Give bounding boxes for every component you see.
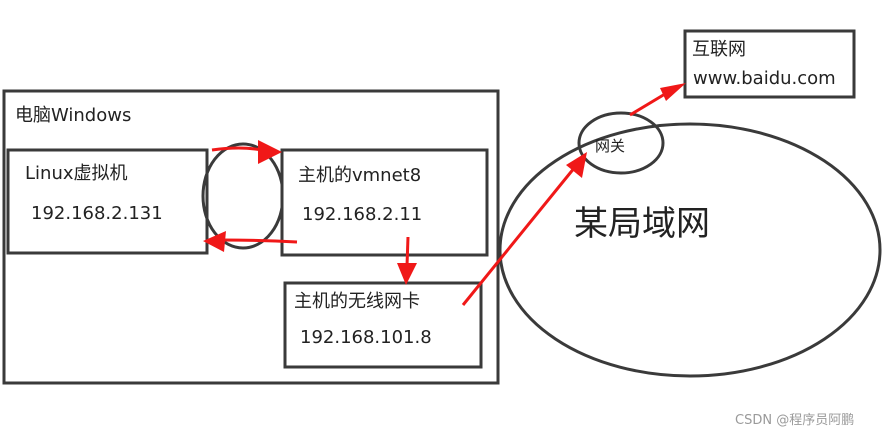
- linux-vm-ip: 192.168.2.131: [31, 203, 163, 224]
- wireless-nic-ip: 192.168.101.8: [300, 327, 432, 348]
- windows-host-title: 电脑Windows: [15, 105, 131, 126]
- lan-ellipse: [498, 122, 882, 378]
- lan-title: 某局域网: [574, 204, 710, 244]
- arrow-wireless-to-gateway: [461, 166, 577, 306]
- vmnet8-ip: 192.168.2.11: [302, 204, 422, 225]
- wireless-nic-title: 主机的无线网卡: [294, 291, 420, 312]
- arrow-vmnet8-to-linux-head: [203, 231, 226, 252]
- internet-title: 互联网: [692, 39, 746, 60]
- arrow-wireless-to-gateway-head: [566, 152, 587, 178]
- vmnet8-box: [280, 148, 489, 257]
- vmnet8-title: 主机的vmnet8: [298, 165, 421, 186]
- linux-vm-box: [6, 148, 209, 255]
- gateway-ellipse: [577, 111, 665, 175]
- arrow-gateway-to-internet-head: [660, 83, 686, 101]
- arrow-vmnet8-to-wireless: [405, 236, 410, 267]
- internet-url: www.baidu.com: [693, 68, 836, 89]
- gateway-label: 网关: [595, 137, 625, 155]
- linux-vm-title: Linux虚拟机: [25, 163, 128, 184]
- arrow-vmnet8-to-linux: [221, 238, 298, 244]
- arrow-linux-to-vmnet8-head: [258, 140, 282, 164]
- wireless-nic-box: [283, 281, 483, 369]
- internet-box: [683, 29, 856, 99]
- watermark: CSDN @程序员阿鹏: [735, 413, 854, 428]
- arrow-vmnet8-to-wireless-head: [397, 263, 417, 285]
